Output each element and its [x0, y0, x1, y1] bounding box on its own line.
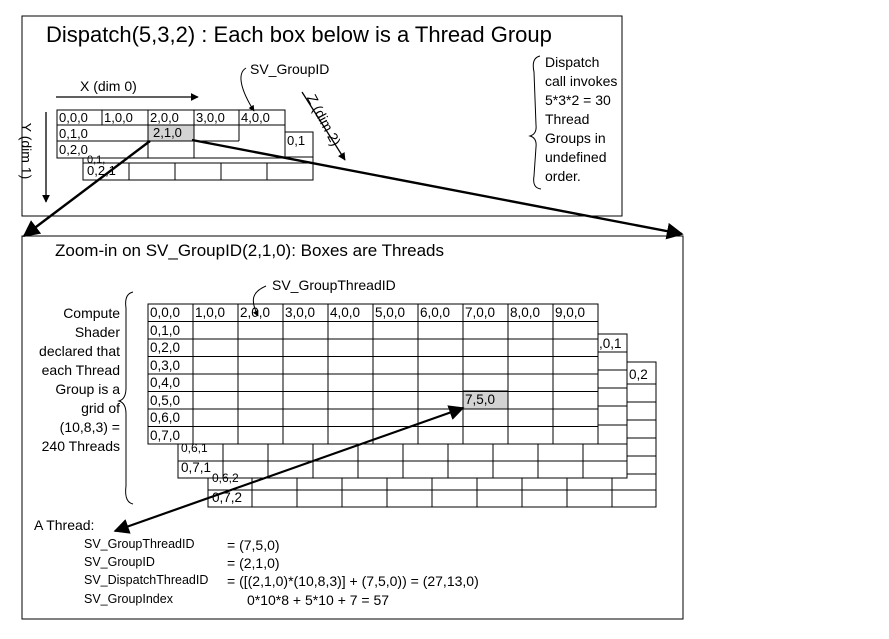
bottom-layer2-row-label: 0,6,2 — [212, 471, 239, 485]
thread-system-value-name: SV_DispatchThreadID — [84, 573, 209, 587]
zoom-arrow-left — [22, 140, 151, 238]
threadgroup-size-note: Compute Shader declared that each Thread… — [39, 305, 120, 454]
thread-system-value: = ([(2,1,0)*(10,8,3)] + (7,5,0)) = (27,1… — [227, 573, 479, 589]
top-layer2-cell: 0,2,1 — [87, 163, 116, 178]
thread-grid-header-cell: 8,0,0 — [510, 305, 541, 320]
thread-grid-header-cell: 0,0,0 — [150, 305, 181, 320]
bottom-layer2-cell: 0,2 — [629, 367, 648, 382]
top-title: Dispatch(5,3,2) : Each box below is a Th… — [46, 22, 552, 47]
thread-grid-row-label: 0,3,0 — [150, 357, 181, 373]
thread-grid-row-label: 0,4,0 — [150, 375, 181, 390]
thread-system-value: = (7,5,0) — [227, 537, 280, 553]
groupid-pointer — [240, 67, 255, 112]
thread-grid-row-label: 0,5,0 — [150, 392, 181, 408]
top-grid-header-cell: 2,0,0 — [150, 110, 179, 125]
thread-grid-header-cell: 7,0,0 — [465, 305, 496, 320]
bottom-note-brace — [117, 291, 134, 505]
bottom-front-grid — [147, 303, 599, 445]
z-axis-arrow — [301, 91, 346, 161]
zoom-arrow-right — [191, 138, 684, 240]
thread-system-value-name: SV_GroupID — [84, 555, 155, 569]
bottom-panel-frame — [21, 235, 684, 620]
top-dispatch-note: Dispatch call invokes 5*3*2 = 30 Thread … — [545, 54, 618, 184]
top-grid-header-cell: 3,0,0 — [196, 110, 225, 125]
top-grid-header-cell: 1,0,0 — [104, 110, 133, 125]
thread-arrow — [113, 405, 465, 534]
thread-grid-header-cell: 3,0,0 — [285, 305, 316, 320]
bottom-layer1-row-label: 0,7,1 — [181, 460, 212, 475]
top-grid-header-cell: 4,0,0 — [241, 110, 270, 125]
thread-system-value: = (2,1,0) — [227, 555, 280, 571]
thread-grid-header-cell: 1,0,0 — [195, 305, 226, 320]
groupthreadid-pointer — [252, 285, 267, 317]
top-grid-row-label: 0,1,0 — [59, 126, 88, 141]
thread-grid-header-cell: 6,0,0 — [420, 305, 451, 320]
top-layer1-cell: 0,1 — [287, 133, 306, 148]
groupid-label: SV_GroupID — [250, 61, 330, 77]
x-axis-label: X (dim 0) — [80, 78, 137, 94]
top-panel-frame — [21, 15, 623, 217]
y-axis-label: Y (dim 1) — [18, 122, 35, 180]
top-highlighted-group: 2,1,0 — [153, 125, 182, 140]
thread-grid-header-cell: 5,0,0 — [375, 305, 406, 320]
bottom-layer1-row-label: 0,6,1 — [181, 441, 208, 455]
thread-system-value-name: SV_GroupIndex — [84, 592, 173, 606]
thread-grid-header-cell: 4,0,0 — [330, 305, 361, 320]
top-layer2-cell: 0,1, — [87, 154, 106, 166]
bottom-layer2-row-label: 0,7,2 — [212, 490, 243, 505]
highlighted-thread: 7,5,0 — [465, 392, 496, 407]
thread-heading: A Thread: — [34, 517, 95, 533]
thread-grid-header-cell: 9,0,0 — [555, 305, 586, 320]
bottom-title: Zoom-in on SV_GroupID(2,1,0): Boxes are … — [55, 241, 444, 260]
thread-grid-row-label: 0,7,0 — [150, 427, 181, 443]
bottom-layer1-cell: ,0,1 — [599, 336, 622, 351]
groupthreadid-label: SV_GroupThreadID — [272, 277, 396, 293]
thread-grid-row-label: 0,2,0 — [150, 340, 181, 355]
top-grid-row-label: 0,2,0 — [59, 142, 88, 157]
thread-system-value: 0*10*8 + 5*10 + 7 = 57 — [247, 592, 390, 608]
thread-grid-row-label: 0,6,0 — [150, 410, 181, 425]
top-note-brace — [528, 55, 542, 190]
thread-grid-header-cell: 2,0,0 — [240, 305, 271, 320]
top-grid-header-cell: 0,0,0 — [59, 110, 88, 125]
thread-grid-row-label: 0,1,0 — [150, 322, 181, 338]
thread-system-value-name: SV_GroupThreadID — [84, 537, 195, 551]
